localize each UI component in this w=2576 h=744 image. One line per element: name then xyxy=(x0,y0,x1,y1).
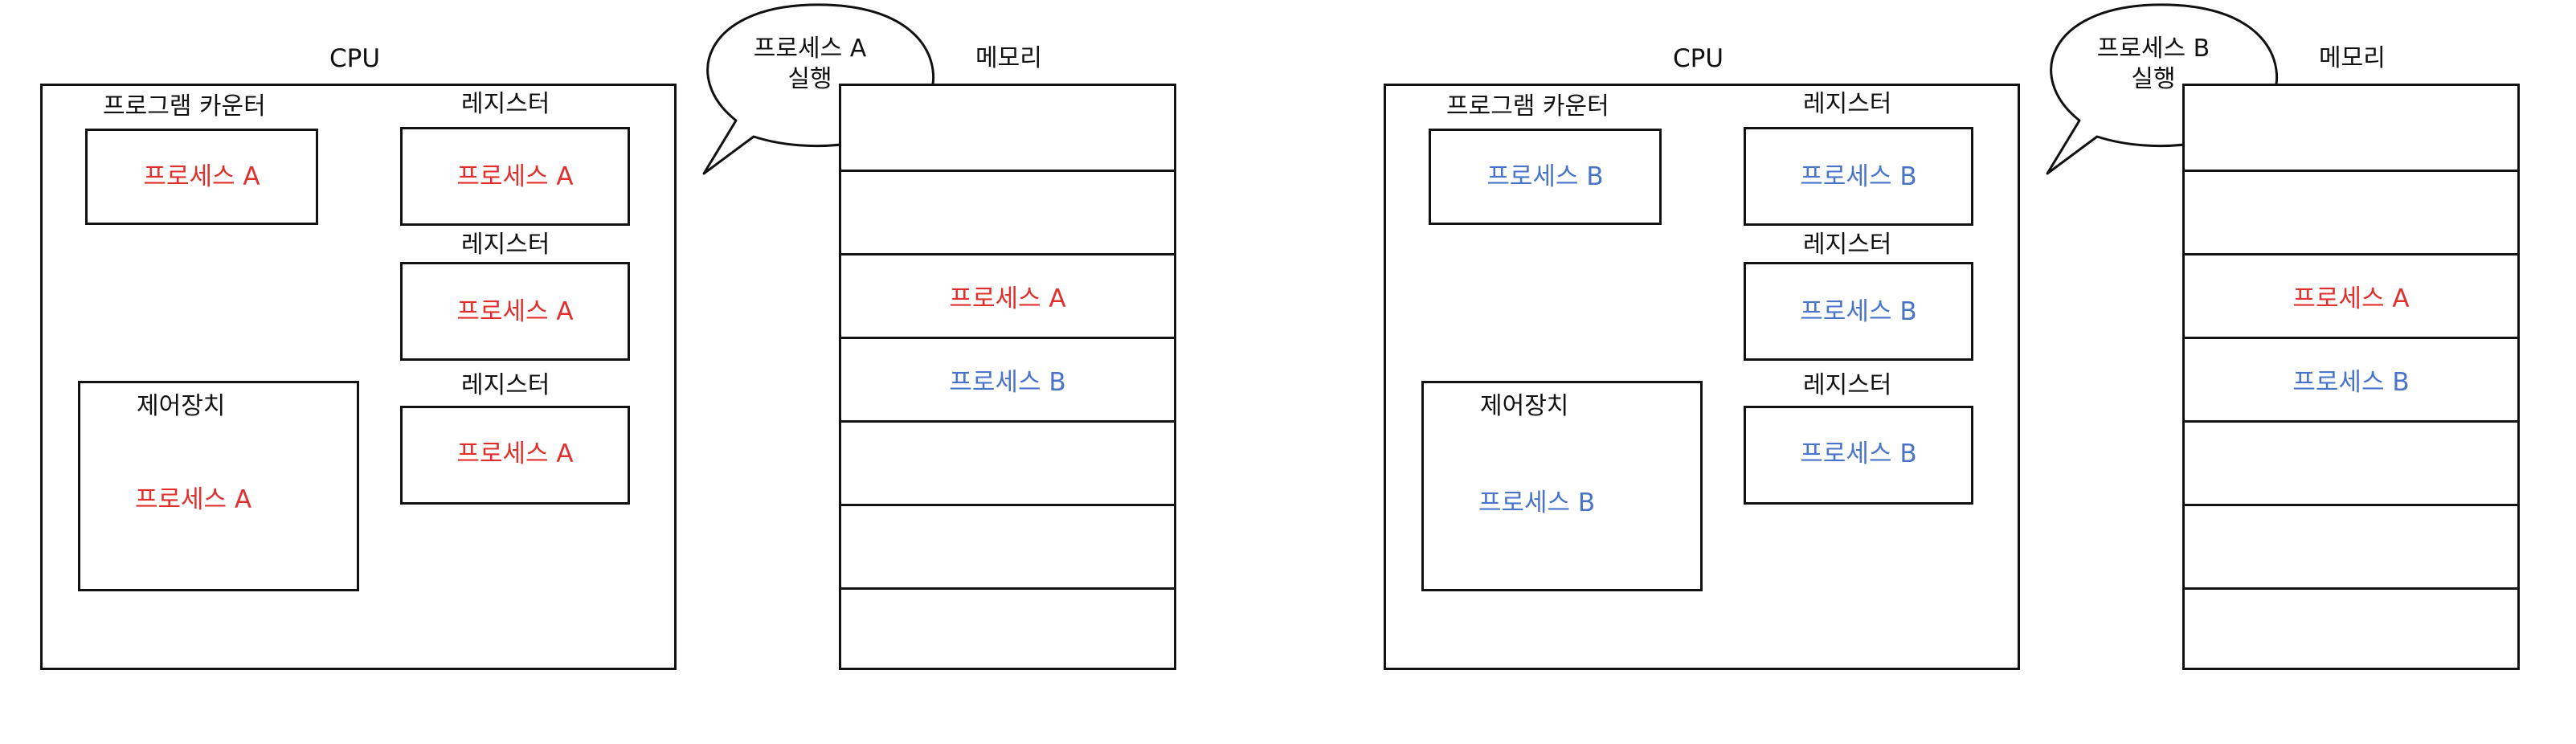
register-value: 프로세스 B xyxy=(1800,439,1917,468)
register-label: 레지스터 xyxy=(461,231,550,259)
register-label: 레지스터 xyxy=(1803,371,1892,399)
memory-cell xyxy=(841,86,1174,170)
memory-cell xyxy=(841,420,1174,504)
control-unit-value: 프로세스 B xyxy=(1478,489,1596,517)
control-unit-value: 프로세스 A xyxy=(135,485,252,514)
panel-process-a: CPU 프로그램 카운터 프로세스 A 레지스터 프로세스 A 레지스터 프로세… xyxy=(40,3,1176,670)
control-unit-label: 제어장치 xyxy=(137,392,226,420)
register-label: 레지스터 xyxy=(1803,231,1892,259)
program-counter-label: 프로그램 카운터 xyxy=(1446,92,1609,121)
memory-cell xyxy=(2185,86,2517,170)
register-box: 프로세스 B xyxy=(1744,127,1973,226)
program-counter-box: 프로세스 A xyxy=(85,129,318,225)
register-box: 프로세스 A xyxy=(400,262,630,361)
register-label: 레지스터 xyxy=(461,90,550,118)
memory-cell xyxy=(2185,170,2517,253)
memory-cell-value: 프로세스 A xyxy=(949,284,1066,313)
register-label: 레지스터 xyxy=(1803,90,1892,118)
panel-process-b: CPU 프로그램 카운터 프로세스 B 레지스터 프로세스 B 레지스터 프로세… xyxy=(1310,0,2576,744)
cpu-label: CPU xyxy=(329,44,381,73)
memory-label: 메모리 xyxy=(975,44,1042,72)
register-box: 프로세스 B xyxy=(1744,262,1973,361)
memory-cell xyxy=(2185,420,2517,504)
control-unit-label: 제어장치 xyxy=(1480,392,1569,420)
program-counter-label: 프로그램 카운터 xyxy=(103,92,266,121)
memory-cell: 프로세스 B xyxy=(841,337,1174,420)
memory-cell xyxy=(841,504,1174,587)
bubble-line-2: 실행 xyxy=(2131,65,2176,93)
cpu-label: CPU xyxy=(1673,44,1724,73)
register-box: 프로세스 B xyxy=(1744,406,1973,505)
bubble-line-2: 실행 xyxy=(787,65,832,93)
register-value: 프로세스 B xyxy=(1800,162,1917,191)
memory-cell xyxy=(2185,504,2517,587)
memory-box: 프로세스 A 프로세스 B xyxy=(2182,84,2520,670)
bubble-line-1: 프로세스 B xyxy=(2096,35,2210,63)
register-value: 프로세스 B xyxy=(1800,297,1917,326)
register-box: 프로세스 A xyxy=(400,127,630,226)
memory-cell: 프로세스 B xyxy=(2185,337,2517,420)
memory-cell: 프로세스 A xyxy=(2185,253,2517,337)
register-box: 프로세스 A xyxy=(400,406,630,505)
memory-cell xyxy=(841,587,1174,668)
register-value: 프로세스 A xyxy=(456,439,574,468)
register-value: 프로세스 A xyxy=(456,297,574,326)
register-value: 프로세스 A xyxy=(456,162,574,191)
memory-cell xyxy=(841,170,1174,253)
memory-cell-value: 프로세스 B xyxy=(949,368,1066,397)
memory-cell-value: 프로세스 A xyxy=(2292,284,2410,313)
memory-box: 프로세스 A 프로세스 B xyxy=(839,84,1176,670)
program-counter-box: 프로세스 B xyxy=(1429,129,1662,225)
program-counter-value: 프로세스 B xyxy=(1486,162,1604,191)
memory-cell: 프로세스 A xyxy=(841,253,1174,337)
memory-cell xyxy=(2185,587,2517,668)
control-unit-box: 제어장치 프로세스 B xyxy=(1421,381,1703,591)
control-unit-box: 제어장치 프로세스 A xyxy=(78,381,359,591)
register-label: 레지스터 xyxy=(461,371,550,399)
program-counter-value: 프로세스 A xyxy=(143,162,260,191)
memory-label: 메모리 xyxy=(2319,44,2386,72)
bubble-line-1: 프로세스 A xyxy=(753,35,867,63)
memory-cell-value: 프로세스 B xyxy=(2292,368,2410,397)
